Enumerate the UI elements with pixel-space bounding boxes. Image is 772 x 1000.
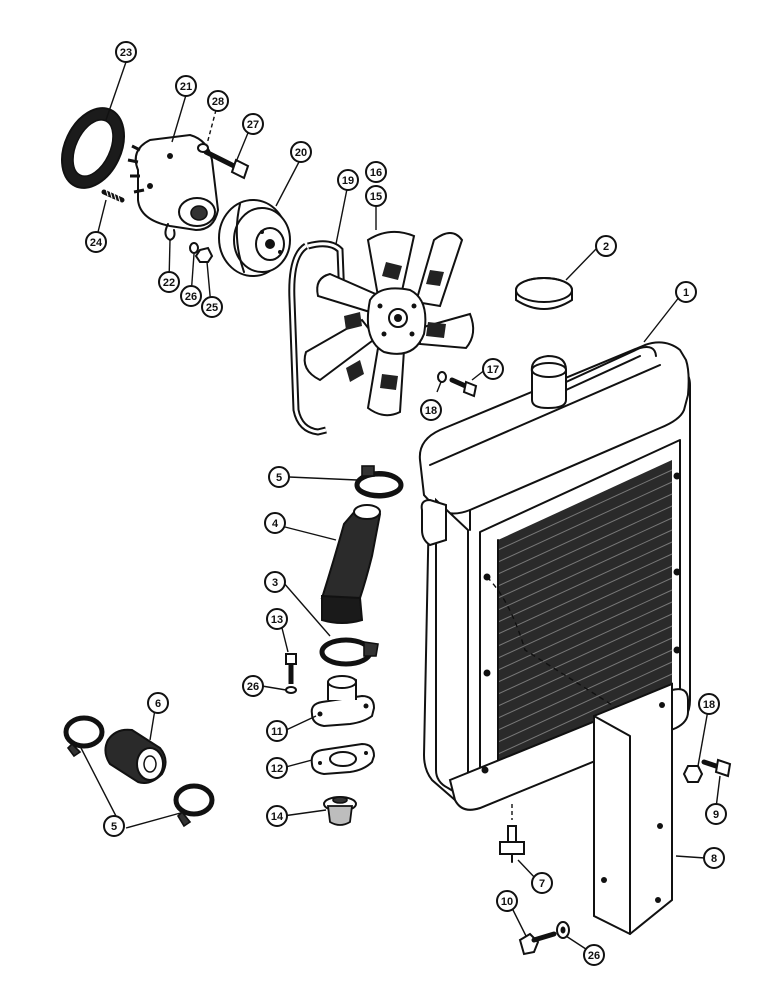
svg-text:18: 18 [703, 699, 715, 711]
callout-15: 15 [365, 185, 387, 207]
callout-9: 9 [705, 803, 727, 825]
svg-text:28: 28 [212, 96, 224, 108]
callout-6: 6 [147, 692, 169, 714]
callout-19: 19 [337, 169, 359, 191]
callout-10: 10 [496, 890, 518, 912]
bracket-bolt-and-washer [682, 758, 732, 783]
callout-22: 22 [158, 271, 180, 293]
svg-text:16: 16 [370, 167, 382, 179]
callout-18-lower: 18 [698, 693, 720, 715]
svg-text:9: 9 [713, 809, 719, 821]
callout-20: 20 [290, 141, 312, 163]
water-pump-gasket [61, 107, 125, 189]
cooling-fan [303, 230, 475, 417]
hose-clamp-3 [319, 637, 379, 667]
svg-text:10: 10 [501, 896, 513, 908]
leader-lines [79, 61, 721, 954]
callout-labels: 23 21 28 27 20 19 16 15 2 1 17 18 24 22 … [85, 41, 727, 966]
svg-text:14: 14 [271, 811, 284, 823]
svg-text:20: 20 [295, 147, 307, 159]
svg-text:13: 13 [271, 614, 283, 626]
svg-text:26: 26 [185, 291, 197, 303]
svg-text:27: 27 [247, 119, 259, 131]
radiator-bracket [593, 682, 673, 936]
callout-5-lower: 5 [103, 815, 125, 837]
callout-5-upper: 5 [268, 466, 290, 488]
svg-text:17: 17 [487, 364, 499, 376]
drain-cock [499, 804, 525, 863]
callout-7: 7 [531, 872, 553, 894]
svg-text:21: 21 [180, 81, 192, 93]
thermostat [323, 796, 357, 826]
svg-text:1: 1 [683, 287, 689, 299]
svg-text:26: 26 [588, 950, 600, 962]
lower-bracket-bolt-and-washer [518, 921, 570, 956]
radiator-core-fins [497, 469, 673, 767]
thermostat-housing [310, 675, 376, 728]
callout-16: 16 [365, 161, 387, 183]
callout-23: 23 [115, 41, 137, 63]
svg-text:3: 3 [272, 577, 278, 589]
callout-18-upper: 18 [420, 399, 442, 421]
thermostat-gasket [310, 742, 376, 776]
callout-26-pump: 26 [180, 285, 202, 307]
callout-14: 14 [266, 805, 288, 827]
svg-text:19: 19 [342, 175, 354, 187]
hose-clamp-upper [354, 465, 404, 499]
pump-nut-and-washer [189, 242, 214, 263]
callout-26-housing: 26 [242, 675, 264, 697]
svg-text:23: 23 [120, 47, 132, 59]
svg-text:5: 5 [111, 821, 117, 833]
svg-text:18: 18 [425, 405, 437, 417]
callout-24: 24 [85, 231, 107, 253]
callout-12: 12 [266, 757, 288, 779]
callout-11: 11 [266, 720, 288, 742]
callout-1: 1 [675, 281, 697, 303]
callout-3: 3 [264, 571, 286, 593]
svg-text:22: 22 [163, 277, 175, 289]
svg-text:15: 15 [370, 191, 382, 203]
callout-2: 2 [595, 235, 617, 257]
svg-text:6: 6 [155, 698, 161, 710]
svg-text:12: 12 [271, 763, 283, 775]
svg-text:25: 25 [206, 302, 218, 314]
water-pump [127, 133, 220, 241]
callout-8: 8 [703, 847, 725, 869]
svg-text:24: 24 [90, 237, 103, 249]
svg-text:5: 5 [276, 472, 282, 484]
svg-text:7: 7 [539, 878, 545, 890]
fan-belt [288, 240, 346, 436]
callout-17: 17 [482, 358, 504, 380]
upper-hose [320, 504, 382, 624]
svg-text:2: 2 [603, 241, 609, 253]
svg-text:11: 11 [271, 726, 283, 738]
callout-26-lower: 26 [583, 944, 605, 966]
callout-27: 27 [242, 113, 264, 135]
fan-bolt-and-washer [437, 371, 478, 398]
svg-text:8: 8 [711, 853, 717, 865]
callout-25: 25 [201, 296, 223, 318]
callout-4: 4 [264, 512, 286, 534]
pump-bolt-and-washer [197, 143, 250, 180]
svg-text:4: 4 [272, 518, 279, 530]
callout-21: 21 [175, 75, 197, 97]
bypass-hose-and-clamps [63, 715, 215, 828]
radiator-cap [515, 277, 573, 310]
callout-28: 28 [207, 90, 229, 112]
stud [101, 188, 125, 203]
housing-bolt-and-washer [285, 653, 297, 694]
svg-text:26: 26 [247, 681, 259, 693]
fan-pulley [218, 199, 291, 277]
callout-13: 13 [266, 608, 288, 630]
